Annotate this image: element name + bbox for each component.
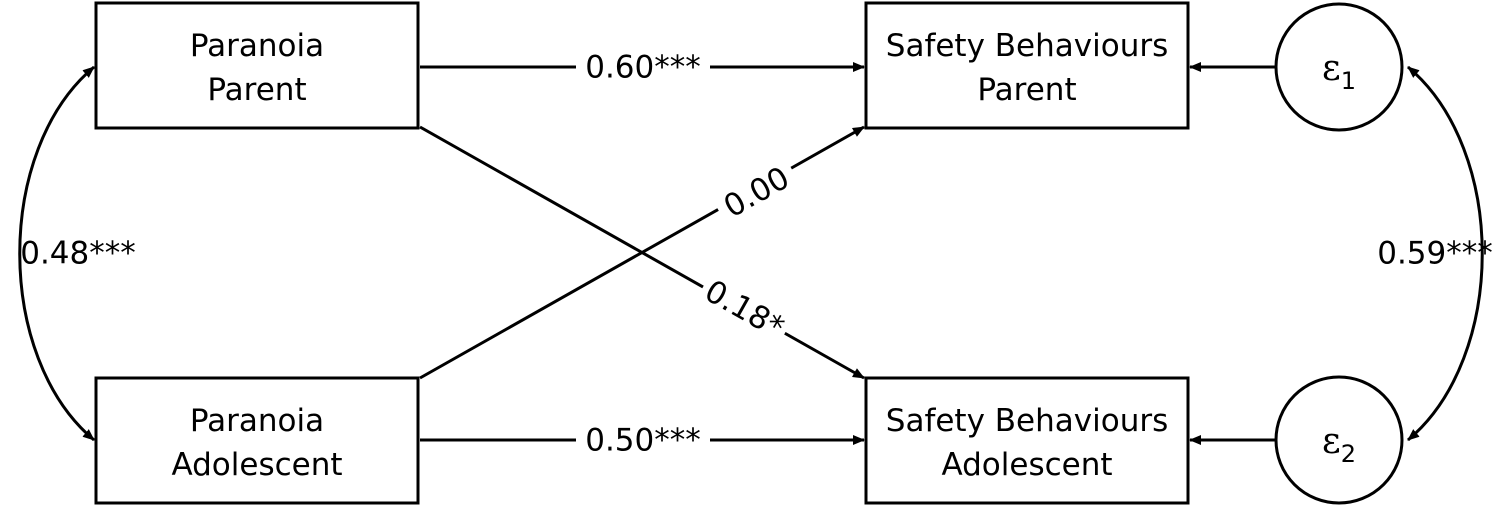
node-error-1: ε1 [1274, 2, 1404, 132]
node-label-line1: Paranoia [190, 28, 324, 64]
epsilon-symbol: ε [1322, 48, 1341, 89]
node-label-line2: Adolescent [941, 447, 1112, 483]
coefficient-adolescent-to-adolescent: 0.50*** [585, 423, 701, 459]
coefficient-parent-to-parent: 0.60*** [585, 50, 701, 86]
coefficient-parent-to-adolescent: 0.18* [699, 273, 790, 346]
svg-text:ε2: ε2 [1322, 421, 1356, 468]
epsilon-symbol: ε [1322, 421, 1341, 462]
node-paranoia-adolescent: Paranoia Adolescent [94, 376, 420, 505]
node-label-line1: Paranoia [190, 403, 324, 439]
node-label-line2: Parent [977, 72, 1076, 108]
coefficient-covariance-paranoia: 0.48*** [20, 236, 136, 272]
node-safety-behaviours-parent: Safety Behaviours Parent [864, 1, 1190, 130]
epsilon-subscript: 2 [1341, 440, 1356, 468]
node-label-line2: Parent [207, 72, 306, 108]
covariance-arc-errors [1407, 65, 1484, 442]
epsilon-subscript: 1 [1341, 67, 1356, 95]
node-error-2: ε2 [1274, 375, 1404, 505]
node-safety-behaviours-adolescent: Safety Behaviours Adolescent [864, 376, 1190, 505]
node-label-line1: Safety Behaviours [886, 403, 1168, 439]
node-label-line2: Adolescent [171, 447, 342, 483]
coefficient-covariance-errors: 0.59*** [1377, 236, 1493, 272]
covariance-arc-paranoia [18, 65, 95, 442]
node-label-line1: Safety Behaviours [886, 28, 1168, 64]
node-paranoia-parent: Paranoia Parent [94, 1, 420, 130]
svg-text:ε1: ε1 [1322, 48, 1356, 95]
